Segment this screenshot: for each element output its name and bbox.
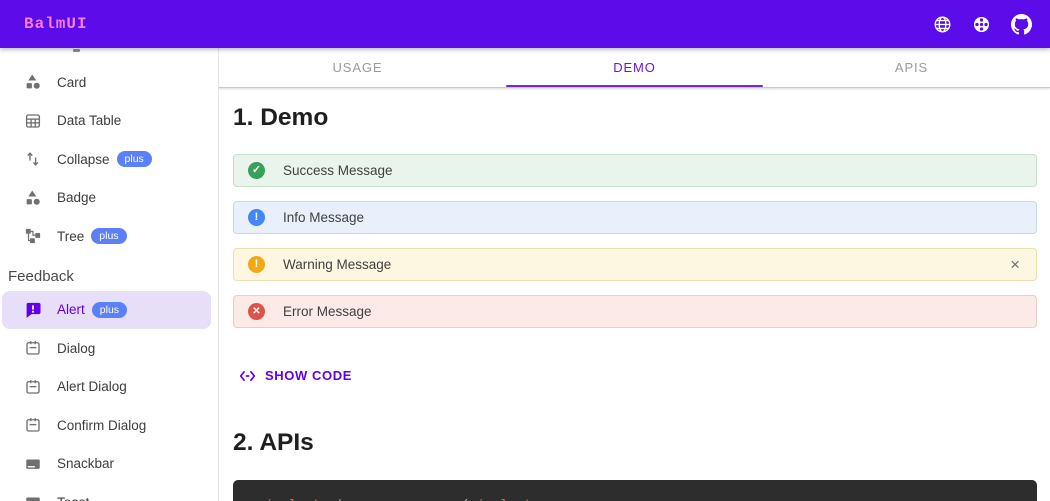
dialog-icon — [24, 416, 42, 434]
apis-heading: 2. APIs — [233, 428, 314, 456]
show-code-button[interactable]: SHOW CODE — [239, 368, 352, 383]
reel-icon[interactable] — [972, 15, 991, 34]
sidebar-item-badge[interactable]: Badge — [2, 179, 211, 218]
main-area: USAGE DEMO APIS 1. Demo ✓ Success Messag… — [219, 48, 1050, 501]
globe-icon[interactable] — [933, 15, 952, 34]
partial-item-above — [73, 49, 80, 52]
info-circle-icon: ! — [248, 209, 265, 226]
code-arrows-icon — [239, 369, 256, 383]
sidebar-item-label: Confirm Dialog — [57, 417, 147, 433]
sidebar-nav: Card Data Table — [0, 48, 218, 501]
alert-error: ✕ Error Message — [233, 295, 1037, 328]
sidebar-item-alert-dialog[interactable]: Alert Dialog — [2, 368, 211, 407]
sidebar-item-label: Badge — [57, 190, 97, 206]
sidebar: Card Data Table — [0, 48, 219, 501]
alert-warning: ! Warning Message × — [233, 248, 1037, 281]
tab-apis[interactable]: APIS — [773, 48, 1050, 87]
alert-info: ! Info Message — [233, 201, 1037, 234]
sidebar-item-label: Tree — [57, 228, 85, 244]
alert-success: ✓ Success Message — [233, 154, 1037, 187]
shapes-icon — [24, 189, 42, 207]
snackbar-icon — [24, 455, 42, 473]
sidebar-item-tree[interactable]: Tree plus — [2, 217, 211, 256]
plus-badge: plus — [116, 151, 152, 168]
error-circle-icon: ✕ — [248, 303, 265, 320]
page-content: 1. Demo ✓ Success Message ! Info Message… — [219, 88, 1050, 501]
demo-heading: 1. Demo — [233, 104, 329, 131]
sidebar-item-label: Collapse — [57, 151, 110, 167]
sidebar-item-confirm-dialog[interactable]: Confirm Dialog — [2, 406, 211, 445]
dialog-icon — [24, 339, 42, 357]
alert-message: Warning Message — [283, 257, 392, 272]
tab-usage[interactable]: USAGE — [219, 48, 496, 87]
tree-icon — [24, 227, 42, 245]
github-icon[interactable] — [1011, 13, 1032, 35]
header-actions — [933, 13, 1032, 35]
sidebar-item-alert[interactable]: Alert plus — [2, 290, 211, 329]
sidebar-item-label: Card — [57, 74, 87, 90]
app-header: BalmUI — [0, 0, 1050, 48]
table-icon — [24, 112, 42, 130]
tab-label: APIS — [894, 60, 929, 75]
sidebar-item-collapse[interactable]: Collapse plus — [2, 140, 211, 179]
sidebar-item-data-table[interactable]: Data Table — [2, 102, 211, 141]
brand-logo[interactable]: BalmUI — [24, 15, 88, 33]
tab-label: DEMO — [613, 60, 656, 75]
alert-message: Success Message — [283, 163, 393, 178]
shapes-icon — [24, 73, 42, 91]
sidebar-section-feedback: Feedback — [8, 267, 74, 285]
tab-demo[interactable]: DEMO — [496, 48, 773, 87]
collapse-arrows-icon — [24, 150, 42, 168]
sidebar-item-card[interactable]: Card — [2, 63, 211, 102]
active-tab-indicator — [506, 85, 763, 87]
check-circle-icon: ✓ — [248, 162, 265, 179]
sidebar-item-label: Dialog — [57, 340, 96, 356]
plus-badge: plus — [91, 228, 127, 245]
snackbar-icon — [24, 493, 42, 501]
show-code-label: SHOW CODE — [265, 368, 353, 383]
tab-bar: USAGE DEMO APIS — [219, 48, 1050, 88]
code-block: <ui-alert><!-- message --></ui-alert> — [233, 479, 1037, 501]
warning-circle-icon: ! — [248, 256, 265, 273]
code-snippet: <ui-alert><!-- message --></ui-alert> — [249, 498, 539, 501]
close-icon[interactable]: × — [1010, 255, 1020, 274]
sidebar-item-toast[interactable]: Toast — [2, 483, 211, 501]
dialog-icon — [24, 378, 42, 396]
sidebar-item-snackbar[interactable]: Snackbar — [2, 445, 211, 484]
sidebar-item-label: Alert Dialog — [57, 379, 127, 395]
sidebar-item-label: Toast — [57, 495, 89, 501]
sidebar-item-dialog[interactable]: Dialog — [2, 329, 211, 368]
sidebar-item-label: Snackbar — [57, 456, 115, 472]
plus-badge: plus — [91, 301, 128, 318]
sidebar-item-label: Data Table — [57, 113, 122, 129]
sidebar-item-label: Alert — [57, 302, 85, 318]
alert-message: Info Message — [283, 210, 365, 225]
tab-label: USAGE — [332, 60, 383, 75]
alert-message: Error Message — [283, 304, 372, 319]
alert-bubble-icon — [24, 301, 42, 319]
